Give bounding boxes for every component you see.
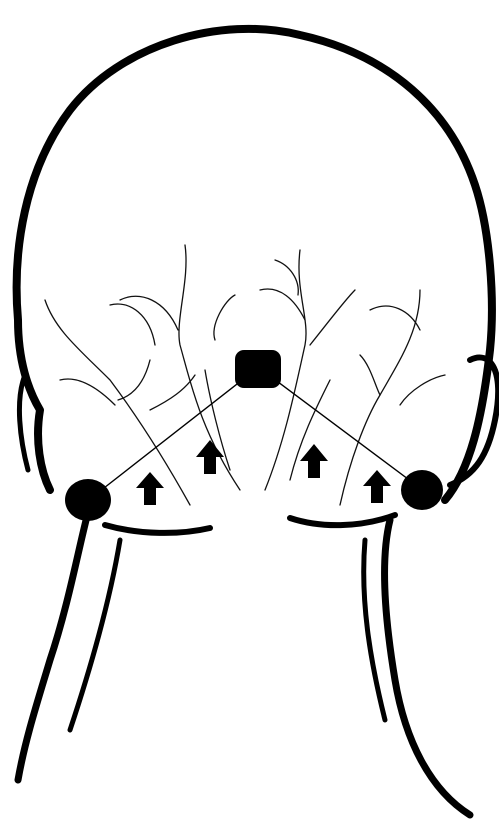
right-electrode [401, 470, 443, 510]
connection-lines [95, 370, 420, 495]
neck-right-outline [385, 520, 470, 815]
left-electrode [65, 479, 111, 521]
neck-left-outline [18, 505, 90, 780]
right-ear [450, 358, 498, 486]
up-arrow-1 [136, 472, 164, 505]
skull-base-left [105, 525, 210, 533]
up-arrow-4 [363, 470, 391, 503]
central-electrode [235, 350, 281, 388]
head-outline [17, 29, 492, 500]
up-arrow-2 [196, 440, 224, 474]
up-arrow-3 [300, 444, 328, 478]
up-arrows [136, 440, 391, 505]
skull-base-right [290, 515, 395, 525]
